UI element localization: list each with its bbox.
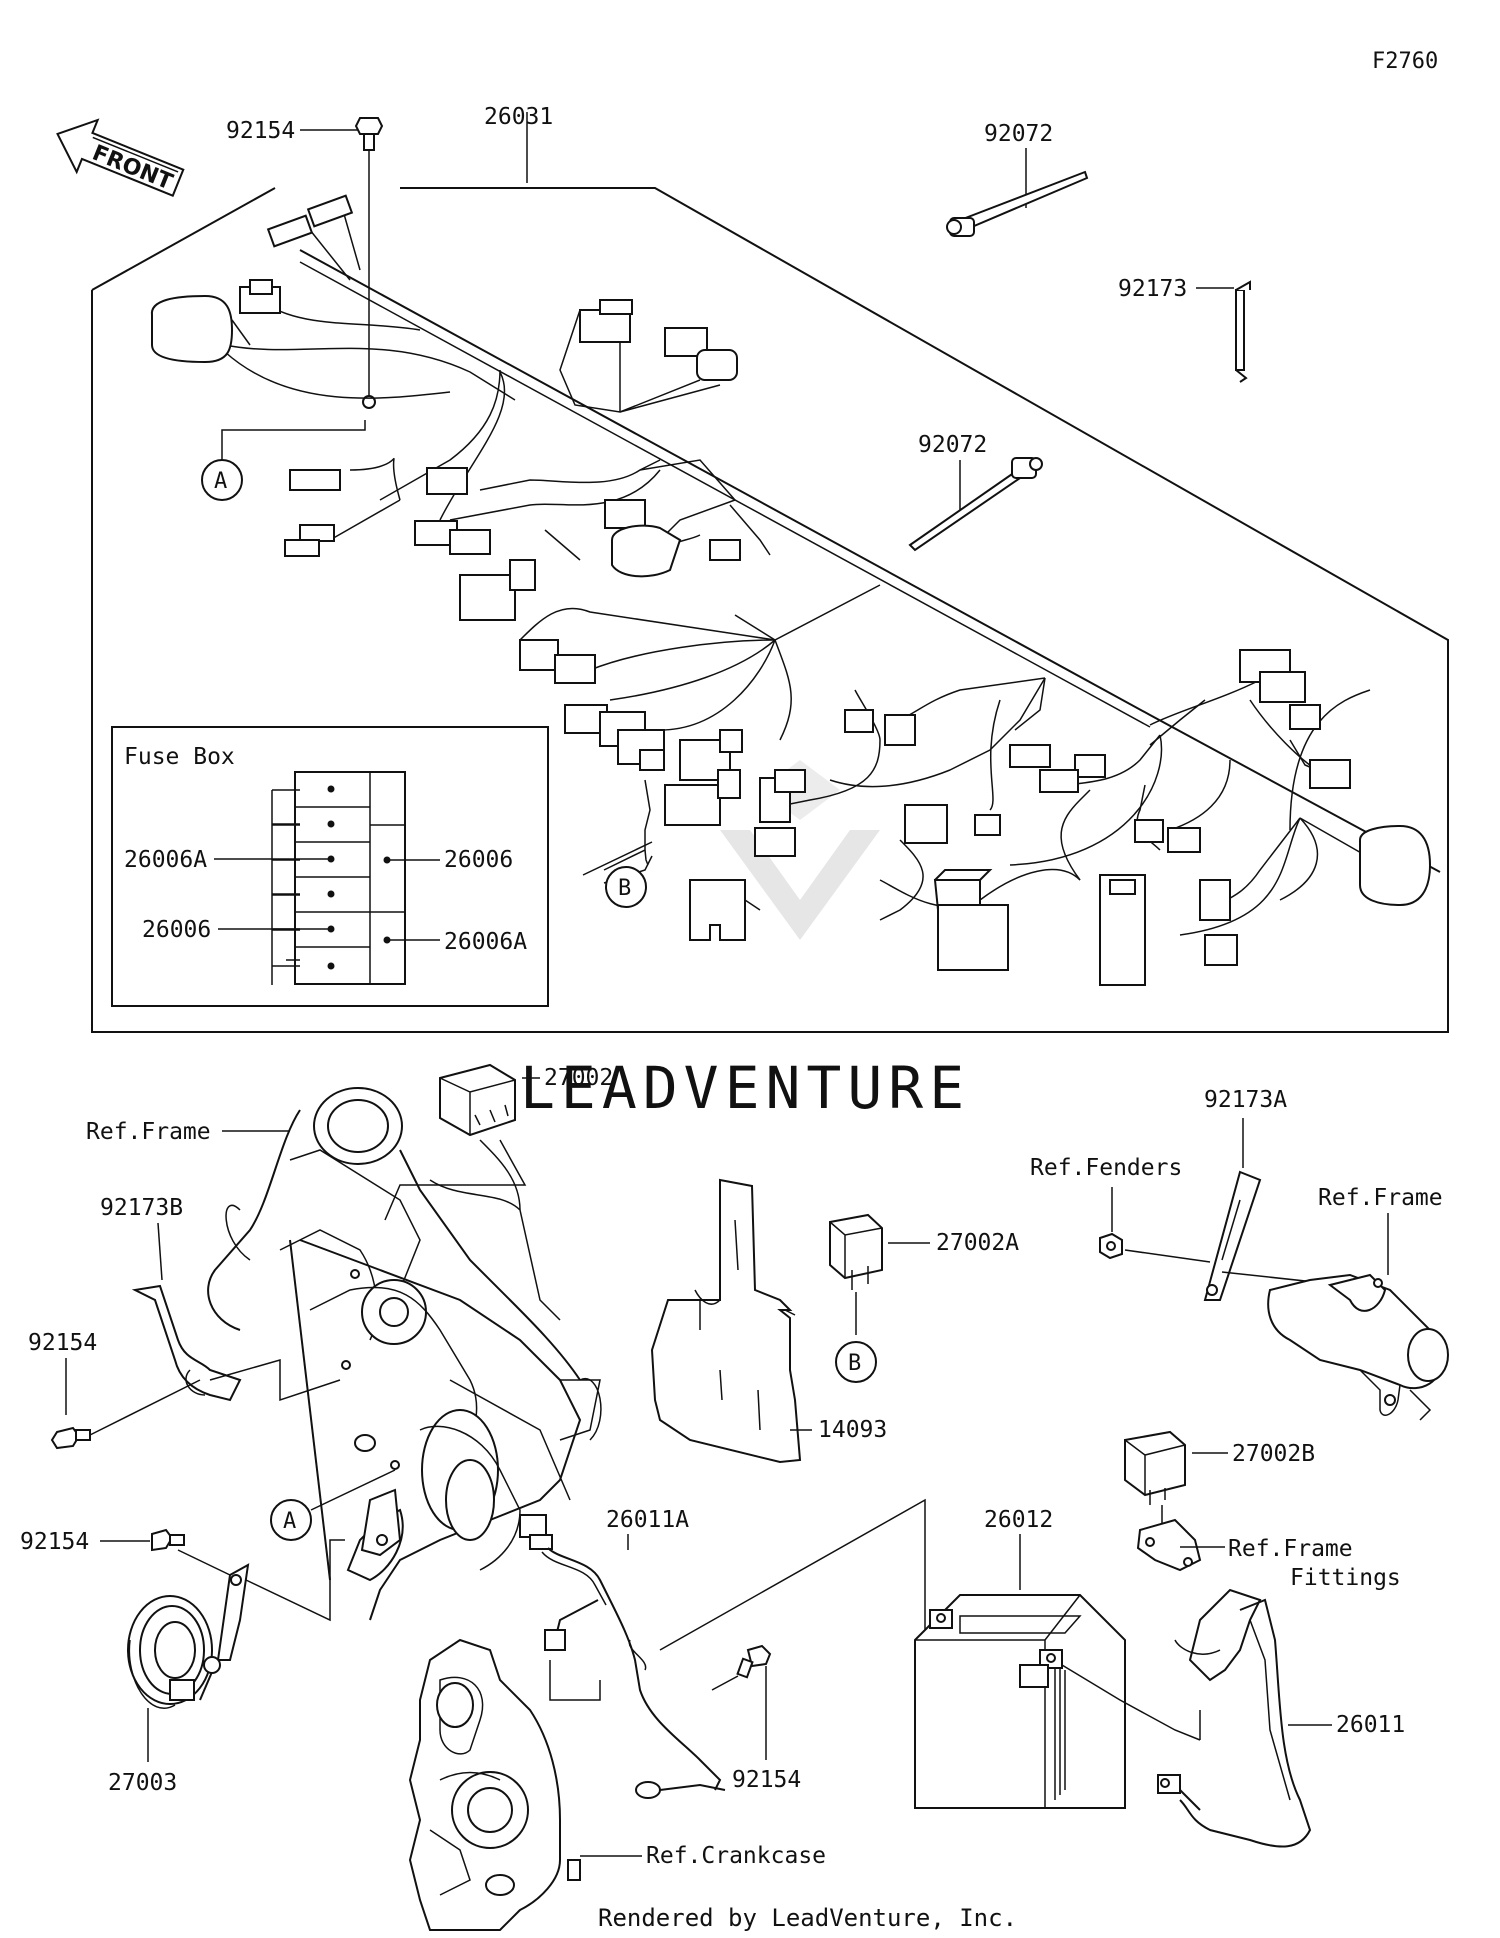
harness-panel-edge [91,187,276,291]
callout-ref-frame-left: Ref.Frame [86,1119,211,1145]
cable-tie-icon [908,457,1043,552]
callout-band-b: 92173B [100,1195,183,1221]
relay-icon [439,1063,516,1137]
fuse-box-title: Fuse Box [124,744,235,770]
horn-icon [127,1563,250,1709]
callout-fuse-a-right: 26006A [444,929,527,955]
callout-fuse-right: 26006 [444,847,513,873]
horn-bracket [360,1488,402,1557]
callout-harness: 26031 [484,104,553,130]
frame-fittings-icon [1136,1518,1202,1572]
callout-ref-crankcase: Ref.Crankcase [646,1843,826,1869]
callout-bolt-bottom: 92154 [732,1767,801,1793]
bolt-icon [151,1528,185,1552]
frame-assembly [207,1087,602,1621]
harness-panel-outline [91,187,1449,1033]
callout-cable: 26011 [1336,1712,1405,1738]
ref-marker-a-upper-label: A [214,469,227,494]
watermark-text: LEADVENTURE [520,1054,970,1122]
harness-connectors [150,194,1432,986]
battery-cable-a [519,1514,726,1799]
callout-fuse-left: 26006 [142,917,211,943]
bolt-icon [736,1644,772,1679]
bolt-icon [50,1426,91,1450]
callout-plate: 14093 [818,1417,887,1443]
callout-bolt-horn: 92154 [20,1529,89,1555]
battery-icon [914,1594,1126,1809]
figure-code: F2760 [1372,49,1438,74]
cable-tie-icon [946,170,1089,237]
ref-marker-a-lower [270,1499,312,1541]
nut-icon [1099,1232,1123,1260]
callout-bolt-left: 92154 [28,1330,97,1356]
callout-cable-a: 26011A [606,1507,689,1533]
callout-relay-a: 27002A [936,1230,1019,1256]
wire-harness [224,199,1441,936]
callout-band-top: 92173 [1118,276,1187,302]
callout-clamp-lower: 92072 [918,432,987,458]
fuse-box-panel: Fuse Box [111,726,549,1007]
callout-band-a: 92173A [1204,1087,1287,1113]
callout-ref-frame-right: Ref.Frame [1318,1185,1443,1211]
frame-tube-right [1267,1273,1449,1421]
bolt-icon [354,117,384,151]
relay-icon [829,1213,883,1290]
ref-marker-b-relay-label: B [848,1351,861,1376]
callout-clamp-upper: 92072 [984,121,1053,147]
ref-marker-b-upper-label: B [618,876,631,901]
callout-relay-top: 27002 [544,1065,613,1091]
ref-marker-b-relay [835,1341,877,1383]
callout-fuse-a-left: 26006A [124,847,207,873]
relay-icon [1124,1430,1186,1505]
callout-relay-b: 27002B [1232,1441,1315,1467]
callout-horn: 27003 [108,1770,177,1796]
callout-ref-frame-fittings-1: Ref.Frame [1228,1536,1353,1562]
ref-marker-a-upper [201,459,243,501]
callout-battery: 26012 [984,1507,1053,1533]
ref-marker-b-upper [605,866,647,908]
front-arrow-icon: FRONT [56,118,185,197]
crankcase [408,1638,581,1931]
mounting-plate [650,1178,802,1464]
clamp-band-icon [1203,1170,1262,1301]
battery-cable [1061,1588,1312,1848]
callout-bolt-top: 92154 [226,118,295,144]
callout-ref-fenders: Ref.Fenders [1030,1155,1182,1181]
ref-marker-a-lower-label: A [283,1509,296,1534]
callout-ref-frame-fittings-2: Fittings [1290,1565,1401,1591]
footer-credit: Rendered by LeadVenture, Inc. [598,1904,1017,1932]
clamp-band-icon [1235,280,1251,383]
clamp-band-icon [131,1284,242,1402]
